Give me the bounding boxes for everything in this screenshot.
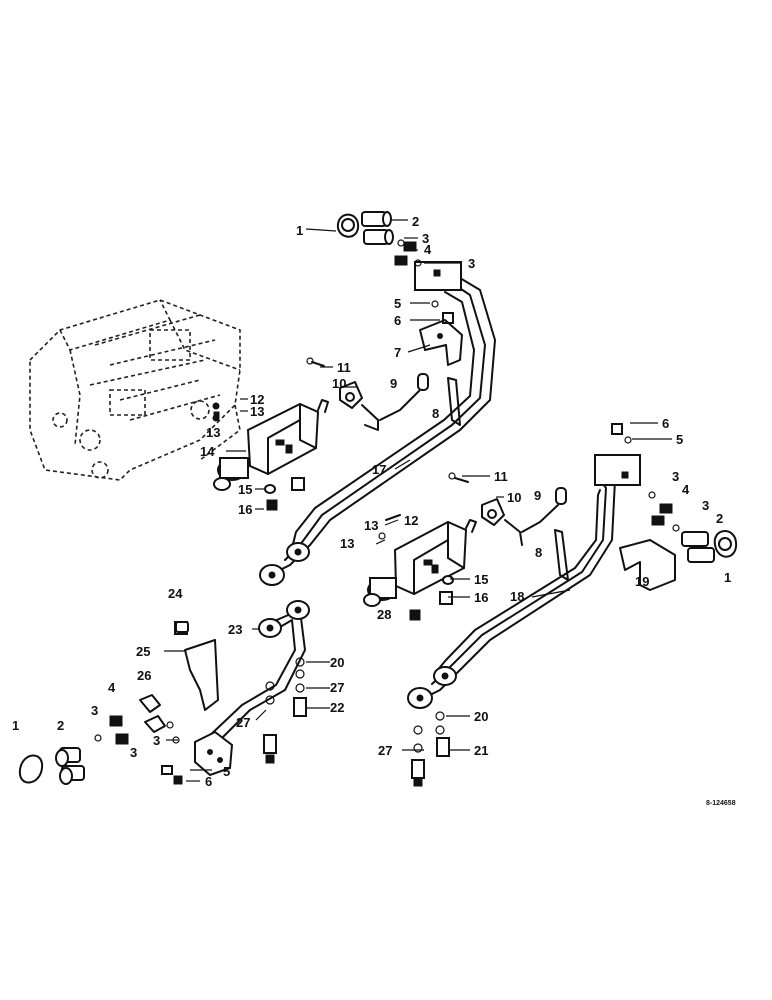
callout-19: 19: [635, 574, 649, 589]
right-coupler-set: [648, 491, 738, 563]
tube-assembly-18: [407, 423, 641, 709]
upper-coupler-set: [336, 211, 422, 267]
callout-2: 2: [412, 214, 419, 229]
callout-10: 10: [332, 376, 346, 391]
plug-24: [175, 621, 189, 633]
callout-12: 12: [404, 513, 418, 528]
callout-9: 9: [390, 376, 397, 391]
callout-3: 3: [91, 703, 98, 718]
callout-1: 1: [724, 570, 731, 585]
callout-2: 2: [716, 511, 723, 526]
lower-left-coupler-set: [18, 694, 183, 785]
callout-27: 27: [236, 715, 250, 730]
callout-1: 1: [296, 223, 303, 238]
callout-labels: 1 2 3 4 3 5 6 7 11 10 9 8 12 13 13 14 15…: [12, 214, 736, 807]
callout-13: 13: [206, 425, 220, 440]
callout-26: 26: [137, 668, 151, 683]
callout-13: 13: [340, 536, 354, 551]
callout-6: 6: [205, 774, 212, 789]
upper-control-lever: [306, 357, 429, 431]
right-fitting-stack: [411, 711, 450, 787]
callout-20: 20: [474, 709, 488, 724]
callout-28: 28: [377, 607, 391, 622]
callout-15: 15: [238, 482, 252, 497]
callout-24: 24: [168, 586, 183, 601]
callout-11: 11: [337, 360, 351, 375]
callout-11: 11: [494, 469, 508, 484]
center-fitting-stack: [263, 657, 307, 764]
callout-3: 3: [672, 469, 679, 484]
callout-12: 12: [250, 392, 264, 407]
callout-3: 3: [130, 745, 137, 760]
upper-bracket-7: [419, 300, 463, 426]
leader-lines: [164, 219, 672, 782]
callout-16: 16: [474, 590, 488, 605]
control-valve-28: [363, 514, 477, 621]
callout-18: 18: [510, 589, 524, 604]
callout-25: 25: [136, 644, 150, 659]
callout-20: 20: [330, 655, 344, 670]
callout-13: 13: [250, 404, 264, 419]
lower-control-lever: [448, 472, 569, 581]
callout-5: 5: [394, 296, 401, 311]
reference-code: 8-124658: [706, 800, 736, 807]
callout-27: 27: [330, 680, 344, 695]
callout-16: 16: [238, 502, 252, 517]
callout-4: 4: [682, 482, 690, 497]
callout-3: 3: [153, 733, 160, 748]
callout-21: 21: [474, 743, 488, 758]
callout-5: 5: [676, 432, 683, 447]
callout-22: 22: [330, 700, 344, 715]
callout-5: 5: [223, 764, 230, 779]
callout-3: 3: [422, 231, 429, 246]
control-valve-14: [212, 399, 329, 511]
tube-assembly-17: [259, 261, 496, 586]
lower-left-manifold: [174, 600, 310, 777]
callout-17: 17: [372, 462, 386, 477]
callout-7: 7: [394, 345, 401, 360]
callout-1: 1: [12, 718, 19, 733]
callout-27: 27: [378, 743, 392, 758]
callout-14: 14: [200, 444, 215, 459]
callout-15: 15: [474, 572, 488, 587]
callout-9: 9: [534, 488, 541, 503]
callout-10: 10: [507, 490, 521, 505]
callout-8: 8: [535, 545, 542, 560]
callout-8: 8: [432, 406, 439, 421]
transmission-housing-outline: [29, 299, 241, 481]
callout-6: 6: [394, 313, 401, 328]
callout-4: 4: [108, 680, 116, 695]
callout-6: 6: [662, 416, 669, 431]
callout-23: 23: [228, 622, 242, 637]
callout-2: 2: [57, 718, 64, 733]
bracket-19: [619, 539, 676, 591]
callout-3: 3: [468, 256, 475, 271]
callout-4: 4: [424, 242, 432, 257]
callout-3: 3: [702, 498, 709, 513]
callout-13: 13: [364, 518, 378, 533]
